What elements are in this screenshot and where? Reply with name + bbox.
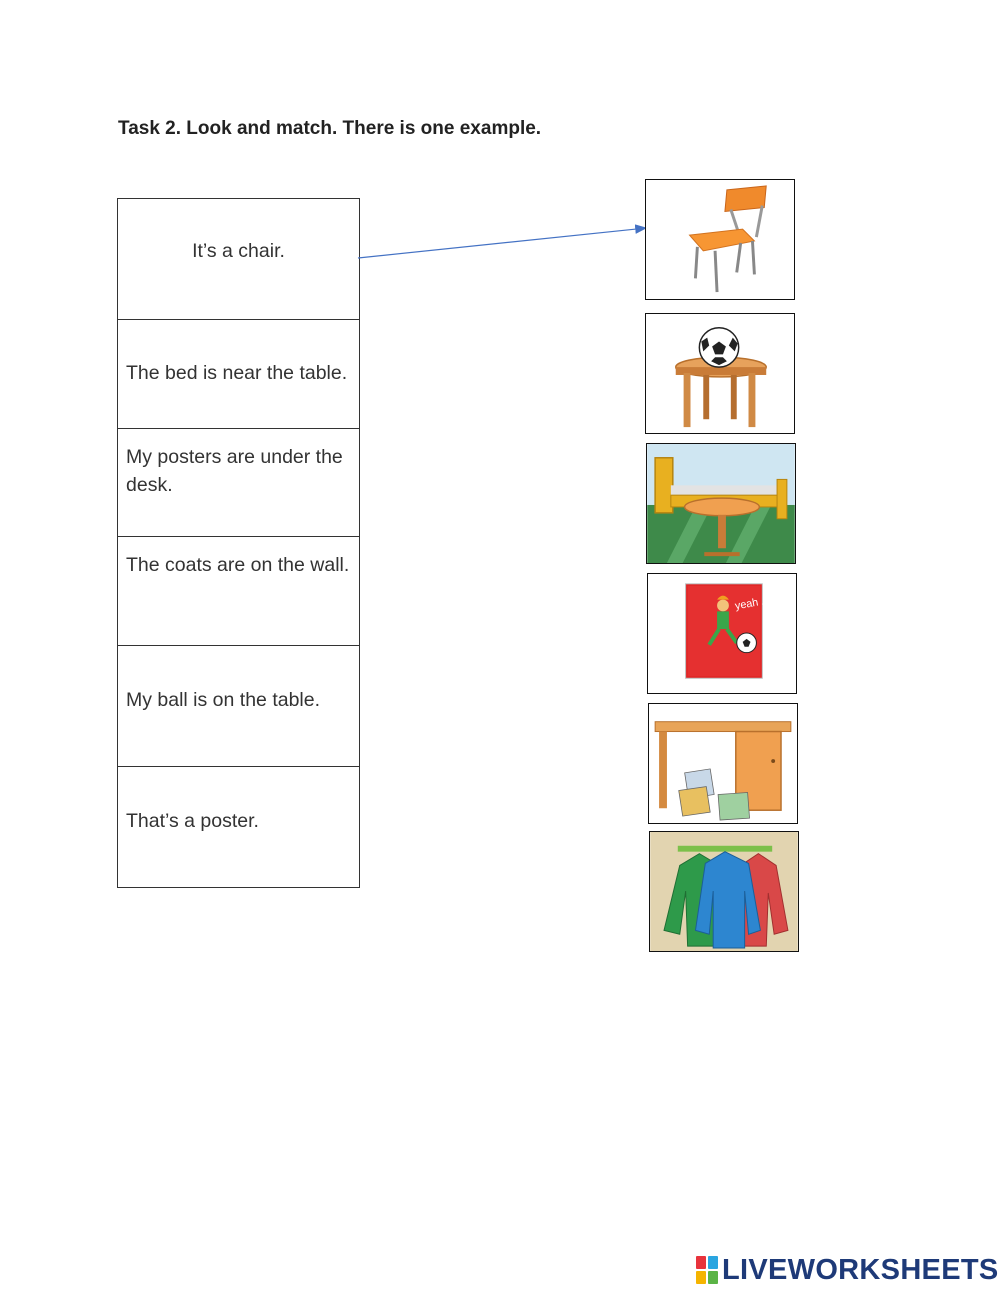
posters-under-desk-illustration	[654, 721, 792, 821]
sentence-table: It’s a chair. The bed is near the table.…	[117, 198, 360, 888]
liveworksheets-logo: LIVEWORKSHEETS	[696, 1254, 999, 1286]
poster-picture[interactable]: yeah ...!	[647, 573, 797, 694]
task-title: Task 2. Look and match. There is one exa…	[118, 118, 542, 139]
bed-near-table-illustration	[647, 444, 795, 563]
sentence-cell-posters[interactable]: My posters are under the desk.	[118, 429, 359, 537]
sentence-cell-poster[interactable]: That’s a poster.	[118, 767, 359, 888]
sentence-cell-coats[interactable]: The coats are on the wall.	[118, 537, 359, 646]
ball-on-table-picture[interactable]	[645, 313, 795, 434]
chair-picture[interactable]	[645, 179, 795, 300]
chair-illustration	[688, 185, 767, 293]
ball-on-table-illustration	[675, 327, 767, 428]
coats-on-wall-picture[interactable]	[649, 831, 799, 952]
bed-near-table-picture[interactable]	[646, 443, 796, 564]
poster-illustration: yeah ...!	[685, 583, 774, 679]
logo-text: LIVEWORKSHEETS	[722, 1253, 999, 1286]
sentence-cell-chair[interactable]: It’s a chair.	[118, 199, 359, 320]
posters-under-desk-picture[interactable]	[648, 703, 798, 824]
coats-on-wall-illustration	[650, 832, 798, 951]
sentence-cell-ball[interactable]: My ball is on the table.	[118, 646, 359, 767]
sentence-cell-bed[interactable]: The bed is near the table.	[118, 320, 359, 429]
logo-blocks-icon	[696, 1256, 718, 1284]
